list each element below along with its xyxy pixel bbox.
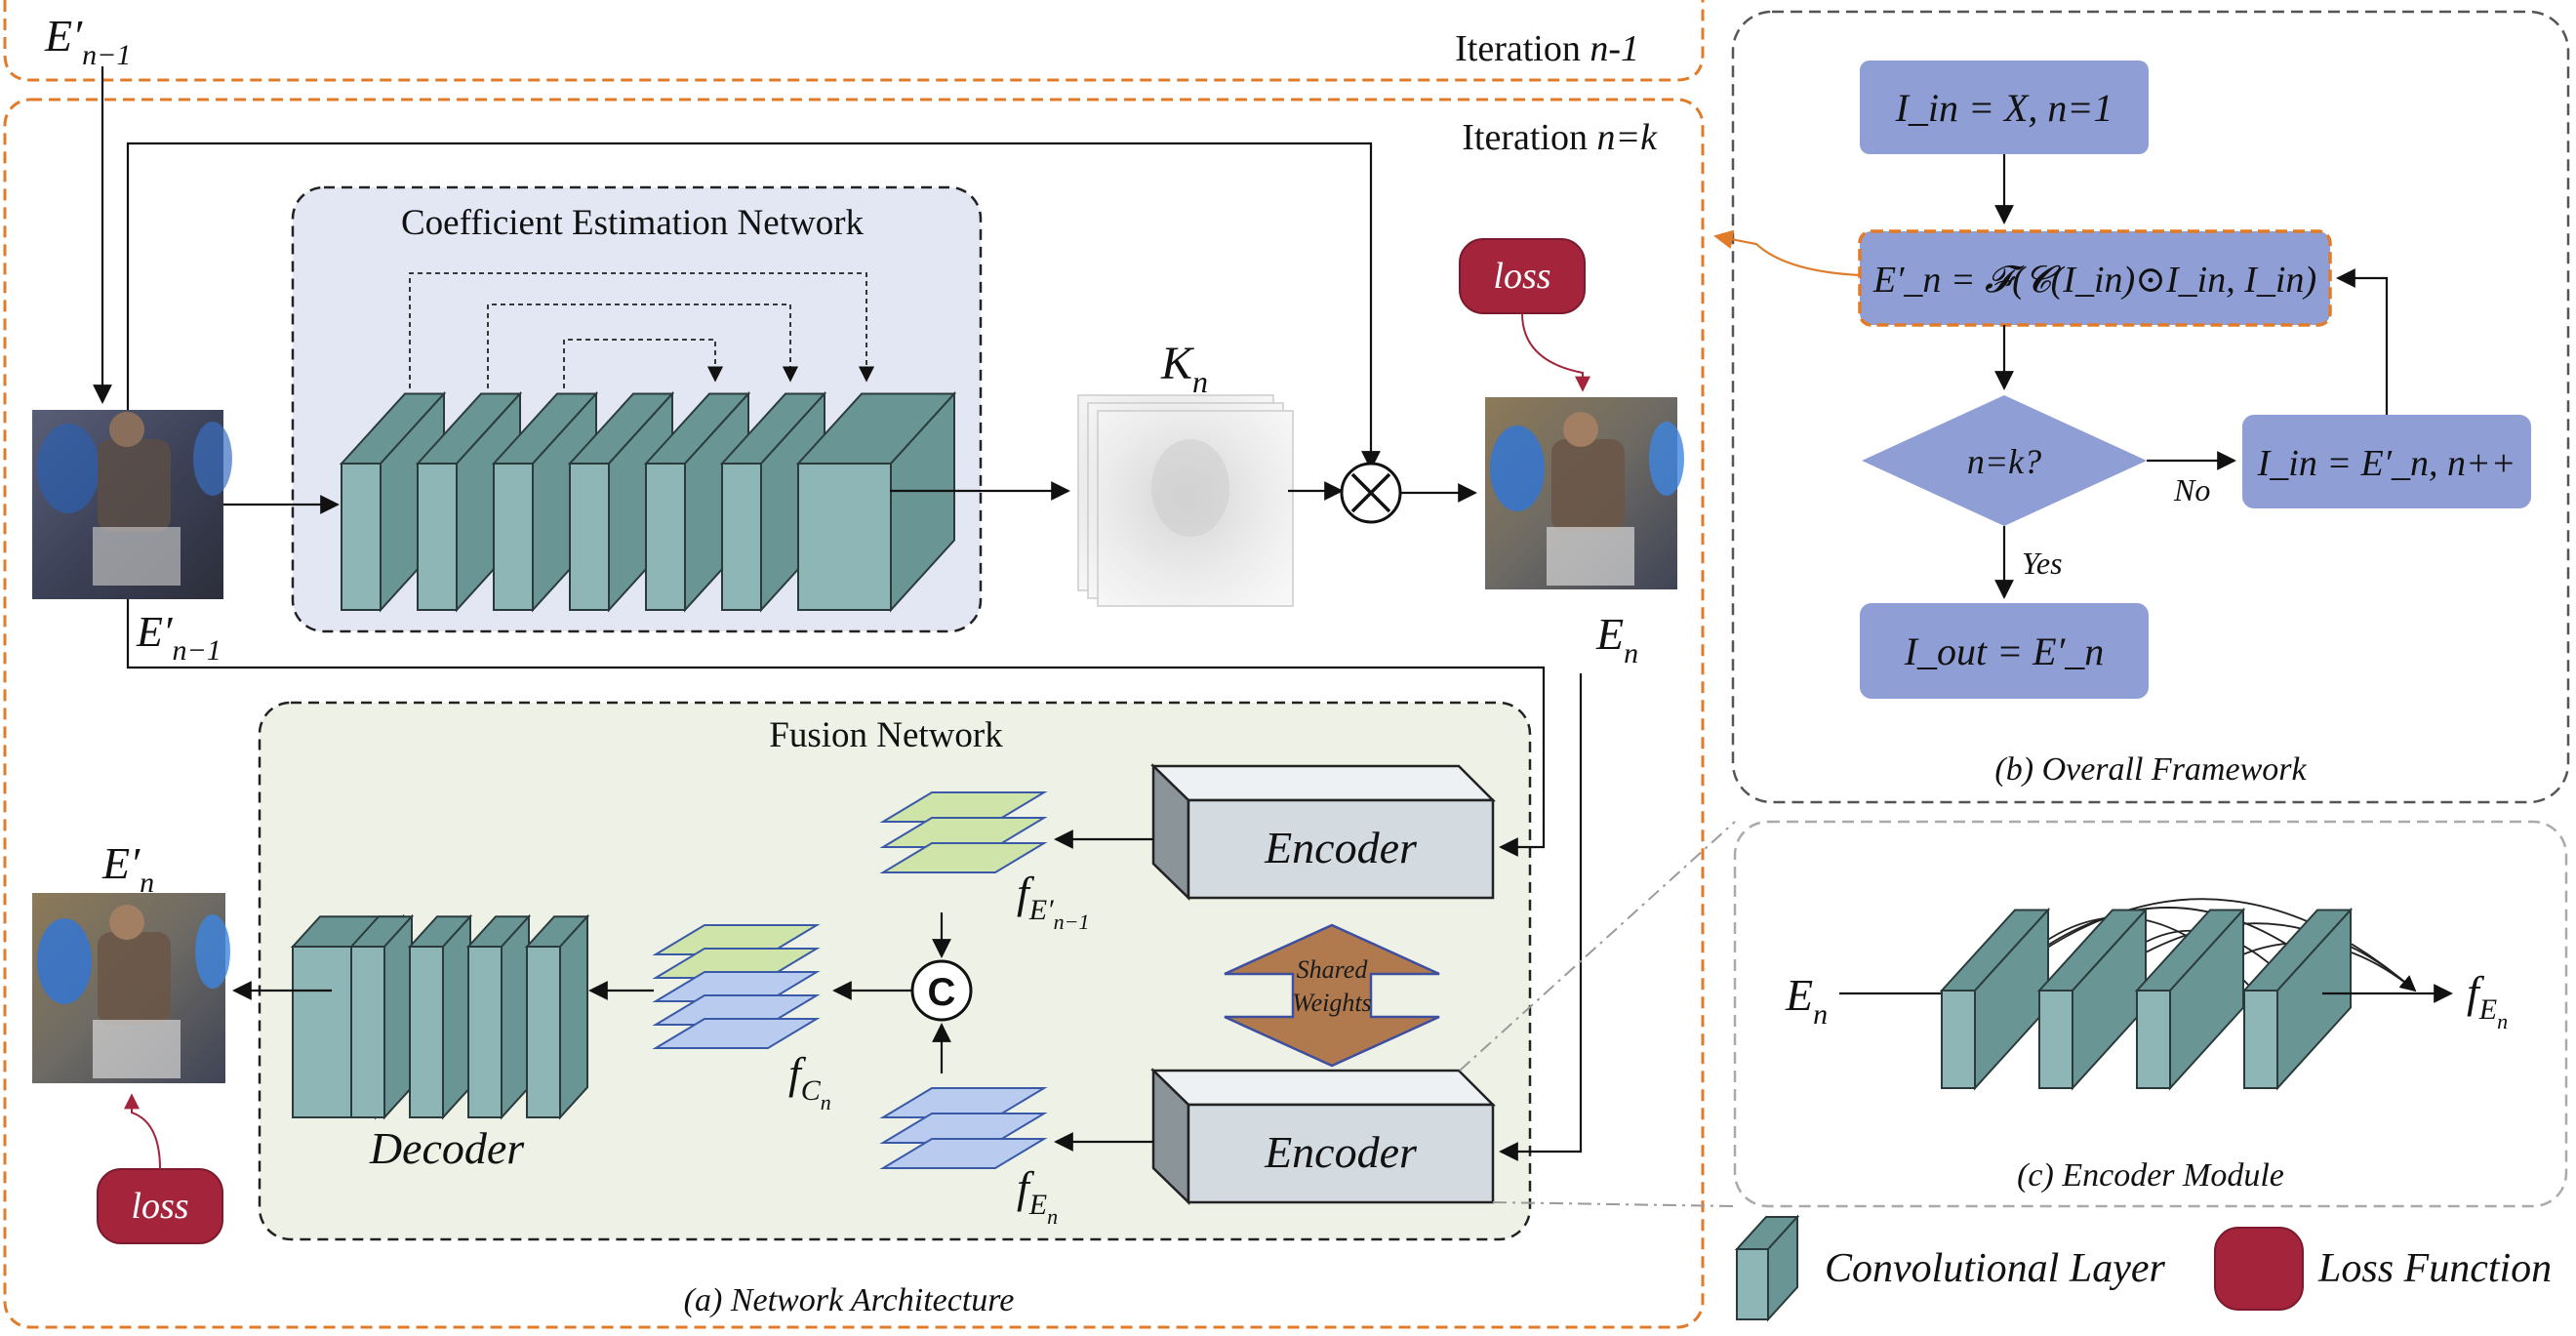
- coef-conv-layers: [339, 390, 957, 613]
- flow-no-label: No: [2173, 472, 2210, 507]
- multiply-node: [1340, 462, 1402, 524]
- coef-net-title: Coefficient Estimation Network: [401, 203, 865, 243]
- flow-start-box: [1860, 61, 2149, 154]
- flow-out-text: I_out = E′_n: [1904, 629, 2105, 673]
- e-prime-mid-label: E′n−1: [136, 608, 221, 667]
- iteration-prev-label: Iteration n-1: [1455, 28, 1639, 69]
- route-to-encoder-top: [126, 599, 1546, 857]
- flow-start-text: I_in = X, n=1: [1895, 86, 2113, 130]
- encoder-bottom-block: Encoder: [1149, 1068, 1497, 1205]
- svg-text:C: C: [928, 971, 956, 1014]
- shared-weights-arrow: Shared Weights: [1224, 923, 1440, 1068]
- feature-sheet: [879, 842, 1048, 873]
- encoder-module-panel: En fEn (c) Encoder Module: [1733, 820, 2568, 1208]
- enc-module-conv-layer: [2036, 907, 2149, 1091]
- feature-stack-concat: [652, 924, 821, 1049]
- enc-module-input: En: [1785, 970, 1828, 1031]
- decoder-conv-layer: [465, 913, 532, 1120]
- encoder-bottom-label: Encoder: [1264, 1127, 1418, 1177]
- en-label: En: [1595, 609, 1638, 669]
- enc-module-conv-layer: [2241, 907, 2354, 1091]
- svg-text:loss: loss: [1493, 256, 1550, 297]
- coefficient-estimation-network: Coefficient Estimation Network: [291, 185, 983, 633]
- flow-out-box: [1860, 603, 2149, 699]
- iteration-prev-frame: Iteration n-1: [3, 0, 1705, 82]
- svg-text:Shared: Shared: [1297, 955, 1369, 984]
- loss-badge-top: loss: [1459, 238, 1590, 392]
- framework-link-arrow: [1713, 229, 1861, 277]
- enhanced-image-en: [1485, 397, 1684, 589]
- f-cn-label: fCn: [788, 1048, 831, 1114]
- decoder-conv-layer: [524, 913, 590, 1120]
- flow-update-text: I_in = E′_n, n++: [2257, 443, 2516, 484]
- feature-sheet: [879, 1138, 1048, 1169]
- panel-a-caption: (a) Network Architecture: [684, 1282, 1015, 1318]
- decoder-conv-layer: [348, 913, 415, 1120]
- skip-connections: [409, 272, 875, 388]
- legend-conv-label: Convolutional Layer: [1825, 1246, 2165, 1291]
- flow-decision-text: n=k?: [1967, 442, 2041, 481]
- legend-conv-block: [1734, 1214, 1800, 1322]
- encoder-top-block: Encoder: [1149, 763, 1497, 901]
- enc-module-output: fEn: [2467, 967, 2508, 1033]
- encoder-zoom-line-bottom: [1492, 1201, 1736, 1207]
- decoder-conv-layer: [407, 913, 473, 1120]
- flow-step-box: [1858, 229, 2332, 327]
- flow-update-box: [2242, 415, 2531, 508]
- flow-decision: [1862, 395, 2147, 526]
- legend: Convolutional Layer Loss Function: [1734, 1214, 2552, 1322]
- enc-module-conv-layer: [2134, 907, 2246, 1091]
- encoder-zoom-line-top: [1459, 821, 1736, 1072]
- legend-loss-label: Loss Function: [2317, 1246, 2552, 1291]
- enc-module-conv-layer: [1939, 907, 2051, 1091]
- flow-step-text: E′_n = 𝓕(𝓒(I_in)⊙I_in, I_in): [1872, 260, 2316, 301]
- feature-stack-e-prime: [879, 791, 1048, 873]
- iteration-current-label: Iteration n=k: [1462, 117, 1658, 158]
- feature-sheet: [652, 1018, 821, 1049]
- bypass-arrow: [126, 142, 1381, 470]
- decoder-conv-layers: [290, 913, 590, 1120]
- encoder-top-label: Encoder: [1264, 823, 1418, 872]
- svg-text:loss: loss: [131, 1186, 188, 1227]
- fusion-net-title: Fusion Network: [769, 715, 1003, 755]
- flow-yes-label: Yes: [2022, 546, 2063, 581]
- e-prime-prev-label: E′n−1: [44, 11, 131, 71]
- e-prime-out-label: E′n: [101, 838, 154, 899]
- loss-badge-bottom: loss: [97, 1093, 223, 1244]
- legend-conv-icon: [1734, 1214, 1800, 1322]
- legend-loss-icon: [2214, 1227, 2304, 1311]
- overall-framework-panel: I_in = X, n=1 E′_n = 𝓕(𝓒(I_in)⊙I_in, I_i…: [1731, 10, 2570, 804]
- kn-label: Kn: [1160, 338, 1208, 399]
- input-image: [32, 410, 232, 599]
- route-to-encoder-bottom: [1499, 673, 1583, 1161]
- decoder-label: Decoder: [369, 1123, 525, 1173]
- coef-conv-layer: [795, 390, 957, 613]
- panel-c-caption: (c) Encoder Module: [2017, 1157, 2284, 1194]
- concat-node: C: [910, 959, 973, 1022]
- iteration-current-frame: Iteration n=k: [3, 98, 1705, 1329]
- coef-conv-layer: [339, 390, 447, 613]
- feature-stack-en: [879, 1087, 1048, 1169]
- kn-coefficient-maps: [1077, 394, 1294, 607]
- svg-text:Weights: Weights: [1292, 989, 1371, 1017]
- panel-b-caption: (b) Overall Framework: [1994, 751, 2307, 788]
- output-image: [32, 893, 230, 1083]
- enc-module-conv-layers: [1939, 907, 2354, 1091]
